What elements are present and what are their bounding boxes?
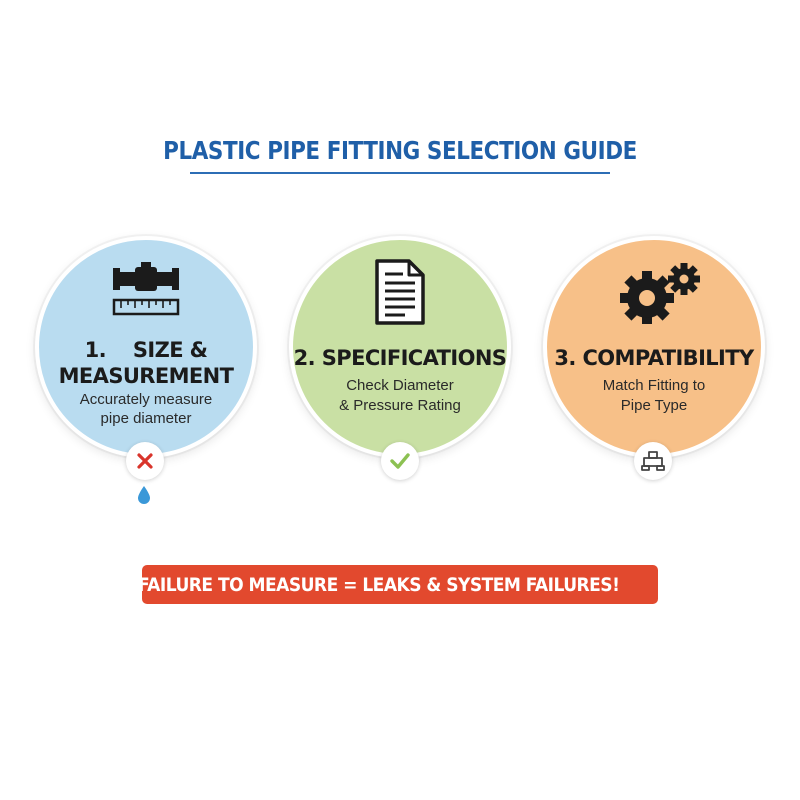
- step-title-line1: 1. SIZE &: [84, 338, 208, 362]
- warning-banner: FAILURE TO MEASURE = LEAKS & SYSTEM FAIL…: [138, 565, 658, 604]
- document-icon: [375, 259, 425, 325]
- pipe-fitting-icon: [641, 451, 665, 471]
- step-card-specifications: 2. SPECIFICATIONS Check Diameter & Press…: [289, 236, 511, 458]
- gears-icon: [620, 263, 700, 324]
- page-title: PLASTIC PIPE FITTING SELECTION GUIDE: [163, 136, 637, 165]
- step-description-line2: & Pressure Rating: [339, 397, 461, 414]
- fitting-badge: [634, 442, 672, 480]
- step-card-compatibility: 3. COMPATIBILITY Match Fitting to Pipe T…: [543, 236, 765, 458]
- step-description-line2: Pipe Type: [620, 397, 688, 414]
- step-title-line2: MEASUREMENT: [58, 364, 234, 388]
- title-underline: [190, 172, 610, 174]
- water-drop-icon: [138, 486, 150, 504]
- step-description-line2: pipe diameter: [100, 410, 192, 427]
- checkmark-icon: [390, 453, 410, 469]
- warning-text: FAILURE TO MEASURE = LEAKS & SYSTEM FAIL…: [137, 573, 620, 596]
- x-mark-icon: [137, 453, 153, 469]
- ok-badge: [381, 442, 419, 480]
- fail-badge: [126, 442, 164, 480]
- step-title: 3. COMPATIBILITY: [554, 346, 754, 370]
- step-title: 2. SPECIFICATIONS: [293, 346, 507, 370]
- step-description-line1: Check Diameter: [346, 377, 454, 394]
- step-card-size-measurement: 1. SIZE & MEASUREMENT Accurately measure…: [35, 236, 257, 458]
- step-description-line1: Match Fitting to: [602, 377, 706, 394]
- pipe-ruler-icon: [112, 262, 180, 316]
- step-description-line1: Accurately measure: [79, 391, 213, 408]
